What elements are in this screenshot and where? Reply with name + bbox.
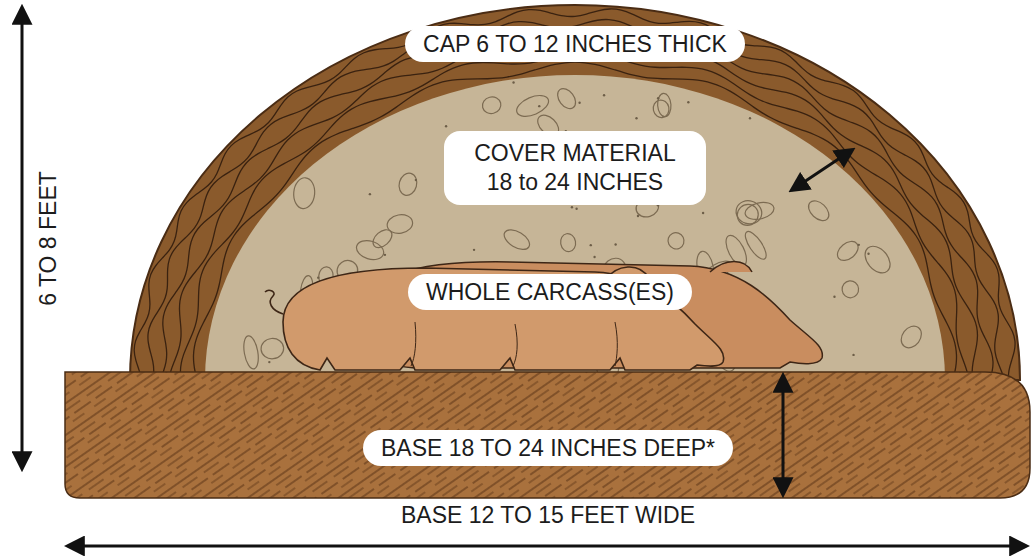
grain-dot [415, 179, 417, 181]
stone [514, 91, 552, 120]
stone [501, 226, 533, 254]
grain-dot [635, 117, 637, 119]
stone [260, 338, 284, 360]
grain-dot [473, 249, 475, 251]
layer-label: COVER MATERIAL 18 to 24 INCHES [460, 139, 690, 197]
cap-label-pill: CAP 6 TO 12 INCHES THICK [405, 26, 745, 63]
cap-thickness-arrow [792, 150, 852, 190]
grain-dot [687, 101, 689, 103]
grain-dot [923, 208, 925, 210]
stone [354, 237, 386, 262]
width-dimension: BASE 12 TO 15 FEET WIDE [395, 502, 701, 529]
grain-dot [538, 105, 540, 107]
stone [652, 99, 671, 119]
stone [397, 171, 420, 197]
cap-contour [160, 30, 993, 380]
grain-dot [657, 97, 659, 99]
height-arrow [21, 8, 24, 468]
height-dimension: 6 TO 8 FEET [34, 165, 61, 312]
grain-dot [278, 181, 280, 183]
stone [841, 280, 859, 299]
stone [897, 322, 925, 352]
grain-dot [384, 254, 386, 256]
stone [386, 213, 414, 236]
cap-contour [168, 41, 977, 380]
base-layer [65, 372, 1030, 498]
stone [834, 238, 862, 265]
cover-layer [205, 75, 945, 380]
stone [805, 197, 833, 224]
stone [742, 228, 770, 262]
layer-label: WHOLE CARCASS(ES) [426, 279, 674, 305]
grain-dot [867, 253, 869, 255]
grain-dot [833, 296, 835, 298]
grain-dot [445, 125, 447, 127]
grain-dot [317, 276, 319, 278]
cover-label-box: COVER MATERIAL 18 to 24 INCHES [444, 131, 706, 205]
grain-dot [251, 160, 253, 162]
carcass-label-pill: WHOLE CARCASS(ES) [408, 274, 692, 311]
grain-dot [575, 208, 577, 210]
cap-texture [134, 9, 1015, 380]
grain-dot [571, 206, 573, 208]
cap-contour [148, 20, 1005, 380]
grain-dot [614, 243, 616, 245]
grain-dot [369, 193, 371, 195]
stone [860, 241, 895, 277]
grain-dot [441, 85, 443, 87]
grain-dot [512, 81, 514, 83]
cover-texture [214, 81, 929, 382]
grain-dot [749, 117, 751, 119]
width-arrow [68, 545, 1026, 548]
stone [657, 93, 672, 117]
grain-dot [335, 90, 337, 92]
base-label-pill: BASE 18 TO 24 INCHES DEEP* [363, 430, 733, 467]
cap-contour [193, 62, 956, 380]
stone [733, 200, 763, 230]
stone [665, 230, 686, 252]
grain-dot [593, 256, 595, 258]
stone [554, 85, 579, 112]
grain-dot [263, 133, 265, 135]
grain-dot [927, 270, 929, 272]
cap-contour [134, 9, 1015, 380]
stone [481, 95, 503, 116]
grain-dot [858, 244, 860, 246]
grain-dot [852, 354, 854, 356]
grain-dot [578, 102, 580, 104]
cap-layer [130, 5, 1020, 380]
grain-dot [268, 361, 270, 363]
stone [559, 232, 577, 252]
grain-dot [590, 244, 592, 246]
cap-contour [180, 51, 969, 380]
stone [292, 177, 316, 210]
grain-dot [365, 118, 367, 120]
grain-dot [783, 118, 785, 120]
grain-dot [702, 212, 704, 214]
layer-label: CAP 6 TO 12 INCHES THICK [423, 31, 727, 57]
grain-dot [603, 94, 605, 96]
grain-dot [234, 96, 236, 98]
stone [242, 335, 261, 370]
grain-dot [214, 220, 216, 222]
carcass-front [265, 267, 724, 370]
base-depth-arrow [782, 376, 785, 494]
grain-dot [902, 134, 904, 136]
layer-label: BASE 18 TO 24 INCHES DEEP* [381, 435, 715, 461]
